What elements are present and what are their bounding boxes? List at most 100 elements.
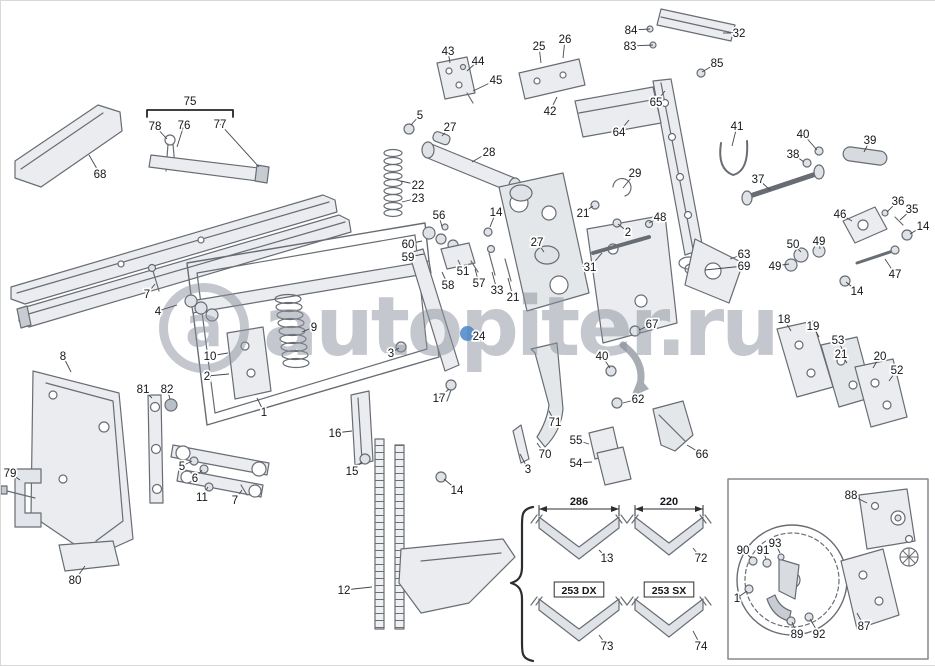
callout-label: 88: [845, 490, 858, 502]
callout-leader: [655, 90, 666, 103]
callout-label: 60: [402, 239, 415, 251]
callout-leader: [441, 271, 449, 286]
callout-label: 15: [346, 466, 359, 478]
callout-label: 40: [797, 129, 810, 141]
callout-leader: [491, 271, 498, 291]
callout-label: 81: [137, 384, 150, 396]
callout-label: 9: [311, 322, 317, 334]
callout-leader: [899, 208, 913, 221]
callout-label: 62: [632, 394, 645, 406]
pointer-89: [766, 594, 792, 622]
callout-label: 72: [695, 553, 708, 565]
v-blade-set: [509, 505, 712, 663]
callout-label: 42: [544, 106, 557, 118]
main-frame: [147, 222, 460, 426]
callout-label: 84: [625, 25, 638, 37]
callout-leader: [704, 265, 745, 271]
callout-leader: [622, 172, 636, 189]
callout-label: 6: [192, 473, 198, 485]
callout-label: 25: [533, 41, 546, 53]
callout-leader: [474, 268, 480, 284]
callout-label: 18: [778, 314, 791, 326]
callout-leader: [638, 323, 653, 331]
callout-leader: [489, 211, 497, 228]
callout-label: 69: [738, 261, 751, 273]
callout-leader: [617, 223, 629, 233]
dimension-box: [553, 581, 605, 598]
callout-label: 7: [232, 495, 238, 507]
callout-label: 92: [813, 629, 826, 641]
callout-leader: [909, 225, 924, 235]
callout-label: 27: [531, 237, 544, 249]
plate-87: [840, 548, 900, 630]
callout-label: 73: [601, 641, 614, 653]
callout-label: 64: [613, 127, 626, 139]
callout-label: 75: [184, 96, 197, 108]
lower-column-group: [350, 341, 516, 630]
v-blade-13: [538, 516, 620, 560]
callout-leader: [872, 355, 881, 369]
callout-leader: [809, 618, 820, 635]
callout-leader: [438, 388, 450, 399]
callout-leader: [812, 325, 820, 338]
callout-label: 36: [892, 196, 905, 208]
callout-leader: [154, 125, 168, 140]
callout-label: 23: [412, 193, 425, 205]
callout-leader: [548, 410, 556, 423]
right-linkage-parts: [719, 140, 913, 428]
callout-leader: [562, 38, 566, 59]
callout-label: 70: [539, 449, 552, 461]
callout-leader: [762, 549, 767, 560]
callout-leader: [792, 153, 805, 163]
callout-leader: [575, 461, 593, 464]
callout-leader: [301, 326, 315, 333]
callout-label: 8: [60, 351, 66, 363]
callout-label: 33: [491, 285, 504, 297]
callout-label: 40: [596, 351, 609, 363]
callout-leader: [181, 460, 193, 467]
callout-leader: [519, 453, 529, 470]
callout-leader: [256, 397, 265, 413]
callout-leader: [407, 240, 423, 245]
callout-leader: [400, 180, 419, 186]
callout-label: 55: [570, 435, 583, 447]
pin-76: [164, 134, 176, 146]
callout-label: 1: [734, 593, 740, 605]
callout-label: 2: [625, 227, 631, 239]
callout-leader: [582, 205, 594, 214]
callout-label: 48: [654, 212, 667, 224]
callout-label: 38: [787, 149, 800, 161]
circlip-29: [612, 177, 632, 197]
callout-label: 26: [559, 34, 572, 46]
callout-leader: [443, 478, 458, 491]
callout-label: 77: [214, 119, 227, 131]
callout-leader: [206, 373, 230, 377]
dimension-label: 220: [660, 496, 678, 508]
callout-leader: [757, 178, 771, 191]
callout-label: 14: [917, 221, 930, 233]
callout-leader: [457, 259, 464, 272]
callout-leader: [538, 45, 542, 64]
callout-leader: [219, 123, 260, 168]
callout-leader: [472, 79, 497, 92]
callout-leader: [470, 334, 480, 337]
callout-leader: [9, 472, 21, 481]
callout-label: 45: [490, 75, 503, 87]
callout-label: 54: [570, 458, 583, 470]
callout-leader: [536, 442, 546, 455]
left-bracket-assembly: [1, 370, 270, 572]
callout-leader: [845, 281, 858, 292]
callout-label: 12: [338, 585, 351, 597]
callout-label: 80: [69, 575, 82, 587]
callout-leader: [575, 439, 590, 445]
bar-12a: [374, 438, 385, 630]
callout-leader: [692, 630, 702, 647]
pin-3: [512, 424, 530, 464]
callout-leader: [351, 461, 363, 472]
callout-label: 51: [457, 266, 470, 278]
callout-label: 5: [417, 110, 423, 122]
callout-leader: [731, 125, 738, 147]
callout-leader: [507, 277, 514, 298]
callout-label: 67: [646, 319, 659, 331]
callout-label: 14: [851, 286, 864, 298]
